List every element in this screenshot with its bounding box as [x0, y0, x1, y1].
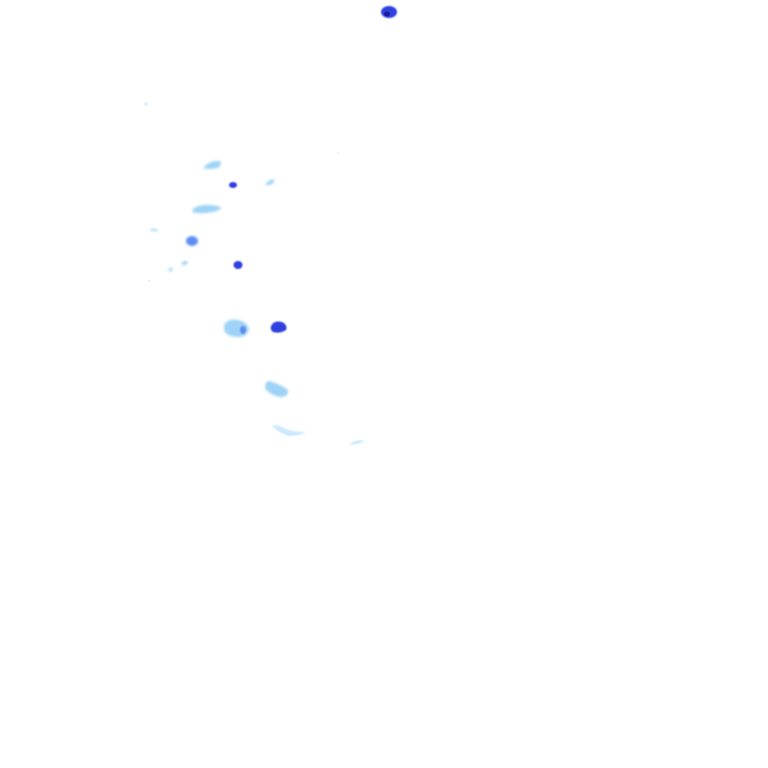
- echo-speck-4: [148, 280, 150, 282]
- echo-cell-a: [229, 182, 237, 188]
- echo-cell-b: [186, 236, 198, 246]
- echo-core-top: [384, 11, 390, 17]
- echo-band-5: [265, 380, 289, 397]
- echo-band-1: [203, 160, 221, 169]
- echo-band-3: [192, 204, 222, 214]
- echo-band-2: [265, 179, 275, 186]
- echo-top-cell: [381, 6, 397, 18]
- echo-speck-1: [144, 102, 148, 106]
- echo-cell-d: [270, 321, 287, 333]
- echo-speck-3: [150, 228, 158, 232]
- echo-band-6: [272, 425, 306, 436]
- echo-cell-c: [233, 261, 243, 269]
- echo-cluster-1-core: [240, 326, 246, 334]
- echo-band-4: [168, 260, 188, 272]
- echo-speck-2: [337, 152, 339, 154]
- echo-band-7: [349, 440, 365, 445]
